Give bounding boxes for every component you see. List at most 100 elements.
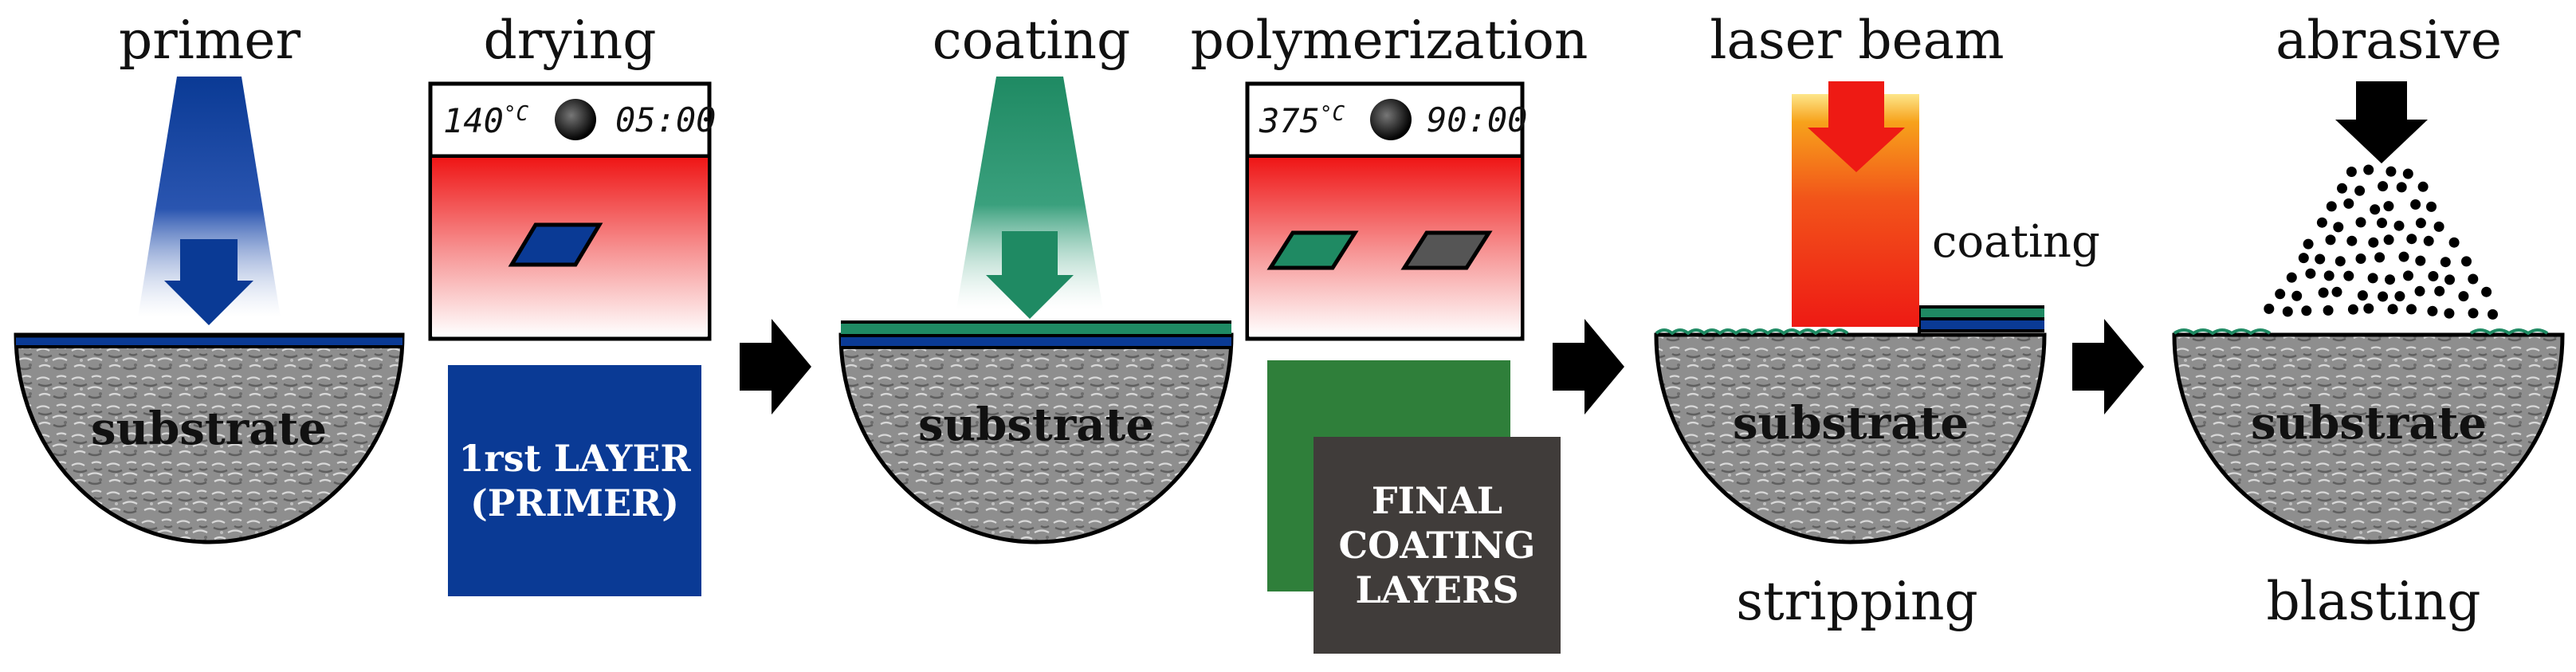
blasting-label: blasting bbox=[2266, 571, 2481, 632]
abrasive-particle bbox=[2370, 204, 2381, 215]
abrasive-particle bbox=[2333, 222, 2344, 233]
abrasive-particle bbox=[2363, 164, 2374, 175]
oven1-timer: 05:00 bbox=[615, 100, 717, 140]
abrasive-particles bbox=[2264, 164, 2498, 320]
abrasive-particle bbox=[2343, 198, 2354, 209]
abrasive-particle bbox=[2346, 235, 2358, 246]
abrasive-particle bbox=[2444, 274, 2455, 285]
oven2-temperature: 375°C bbox=[1259, 101, 1345, 140]
abrasive-particle bbox=[2378, 181, 2389, 192]
step-label-primer: primer bbox=[118, 10, 301, 71]
stripping-label: stripping bbox=[1736, 571, 1978, 632]
abrasive-particle bbox=[2383, 201, 2394, 212]
abrasive-particle bbox=[2291, 290, 2303, 301]
substrate-bowl bbox=[1654, 332, 2047, 544]
abrasive-particle bbox=[2393, 220, 2405, 231]
abrasive-particle bbox=[2423, 235, 2434, 246]
abrasive-particle bbox=[2286, 272, 2297, 283]
abrasive-particle bbox=[2396, 182, 2407, 193]
abrasive-particle bbox=[2331, 286, 2342, 297]
stripped-residue bbox=[1655, 328, 1849, 336]
abrasive-particle bbox=[2458, 291, 2469, 302]
step-label-abrasive: abrasive bbox=[2276, 10, 2502, 71]
coating-layer bbox=[841, 324, 1231, 334]
abrasive-particle bbox=[2415, 218, 2426, 229]
substrate-label: substrate bbox=[1732, 397, 1969, 450]
substrate-bowl bbox=[2172, 332, 2565, 544]
abrasive-particle bbox=[2367, 273, 2378, 284]
abrasive-particle bbox=[2414, 285, 2425, 297]
abrasive-particle bbox=[2337, 183, 2347, 194]
final-coating-layers-box: FINAL COATING LAYERS bbox=[1314, 437, 1561, 654]
abrasive-particle bbox=[2444, 308, 2455, 319]
substrate-bowl bbox=[838, 332, 1234, 544]
abrasive-particle bbox=[2415, 255, 2426, 266]
oven2-timer: 90:00 bbox=[1427, 100, 1528, 140]
substrate-bowl bbox=[14, 332, 405, 544]
abrasive-particle bbox=[2298, 253, 2309, 264]
abrasive-particle bbox=[2383, 234, 2394, 246]
abrasive-particle bbox=[2323, 305, 2334, 316]
abrasive-particle bbox=[2428, 271, 2439, 281]
oven-knob-icon bbox=[555, 99, 596, 140]
abrasive-particle bbox=[2461, 256, 2472, 267]
process-arrow-icon bbox=[1553, 319, 1624, 415]
substrate-label: substrate bbox=[90, 403, 328, 455]
coating-sample-icon bbox=[1266, 230, 1359, 270]
substrate-label: substrate bbox=[2250, 397, 2488, 450]
abrasive-particle bbox=[2323, 270, 2334, 281]
abrasive-particle bbox=[2315, 253, 2326, 265]
step-label-coating: coating bbox=[932, 10, 1131, 71]
abrasive-particle bbox=[2368, 237, 2379, 248]
abrasive-down-arrow-icon bbox=[2335, 81, 2428, 163]
abrasive-particle bbox=[2434, 285, 2445, 297]
oven1-temperature: 140°C bbox=[443, 101, 529, 140]
abrasive-particle bbox=[2377, 218, 2387, 229]
process-arrow-icon bbox=[2072, 319, 2144, 415]
coating-spray-beam bbox=[956, 77, 1103, 309]
primer-layer-box: 1rst LAYER (PRIMER) bbox=[448, 365, 701, 596]
abrasive-particle bbox=[2363, 303, 2374, 314]
abrasive-particle bbox=[2334, 256, 2346, 267]
abrasive-particle bbox=[2406, 234, 2417, 245]
abrasive-particle bbox=[2433, 221, 2444, 232]
abrasive-particle bbox=[2303, 238, 2314, 250]
abrasive-particle bbox=[2325, 234, 2336, 246]
abrasive-particle bbox=[2326, 201, 2337, 212]
abrasive-particle bbox=[2378, 291, 2389, 302]
abrasive-particle bbox=[2355, 217, 2366, 228]
abrasive-particle bbox=[2468, 273, 2479, 285]
abrasive-particle bbox=[2347, 304, 2358, 315]
step-label-drying: drying bbox=[483, 10, 657, 71]
abrasive-particle bbox=[2440, 257, 2451, 268]
abrasive-particle bbox=[2403, 270, 2413, 281]
primer-sample-icon bbox=[508, 222, 603, 267]
remaining-primer-layer bbox=[1919, 320, 2044, 330]
step-label-polymerization: polymerization bbox=[1190, 10, 1588, 71]
abrasive-particle bbox=[2301, 305, 2312, 316]
process-arrow-icon bbox=[740, 319, 811, 415]
abrasive-particle bbox=[2343, 270, 2354, 281]
primer-layer bbox=[16, 337, 402, 346]
coating-down-arrow-icon bbox=[986, 231, 1074, 319]
abrasive-particle bbox=[2410, 199, 2421, 210]
abrasive-particle bbox=[2355, 253, 2366, 264]
abrasive-particle bbox=[2394, 291, 2405, 302]
abrasive-particle bbox=[2426, 201, 2437, 212]
final-sample-icon bbox=[1400, 230, 1493, 270]
abrasive-particle bbox=[2387, 304, 2398, 315]
abrasive-particle bbox=[2316, 217, 2327, 228]
abrasive-particle bbox=[2481, 286, 2492, 297]
oven-knob-icon bbox=[1370, 99, 1412, 140]
primer-spray-beam bbox=[138, 77, 281, 317]
blasted-residue bbox=[2173, 328, 2549, 336]
abrasive-particle bbox=[2264, 303, 2275, 314]
abrasive-particle bbox=[2385, 274, 2395, 285]
abrasive-particle bbox=[2427, 305, 2438, 316]
primer-layer bbox=[841, 337, 1231, 346]
abrasive-particle bbox=[2386, 166, 2397, 177]
coating-side-label: coating bbox=[1932, 216, 2100, 268]
step-label-laser-beam: laser beam bbox=[1710, 10, 2005, 71]
